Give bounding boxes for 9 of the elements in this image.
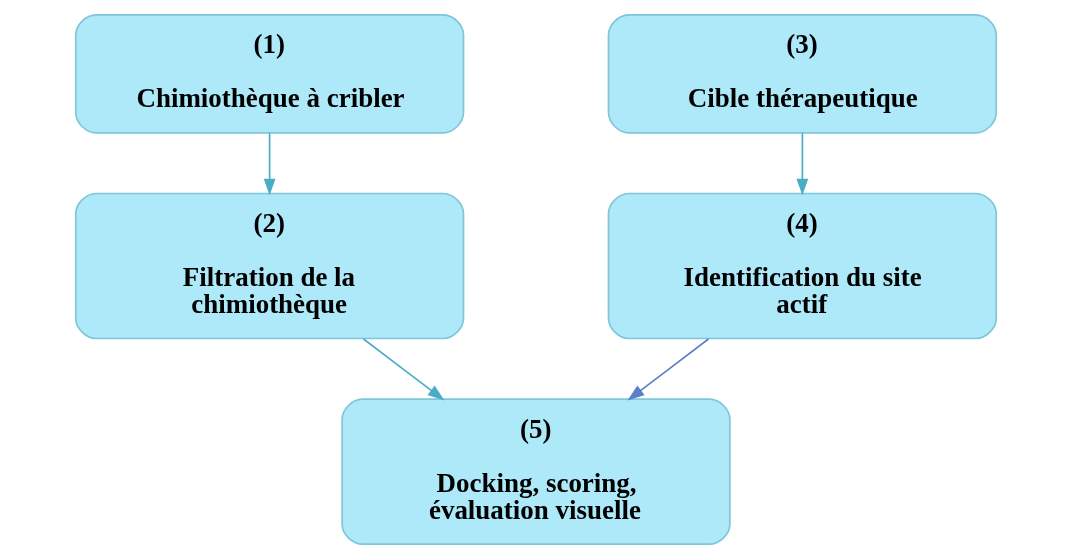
node-box: (3) Cible thérapeutique (607, 13, 998, 134)
arrow (796, 132, 809, 196)
node-box: (2) Filtration de la chimiothèque (74, 192, 465, 340)
arrow (362, 338, 445, 401)
arrow (263, 132, 276, 196)
node-box: (1) Chimiothèque à cribler (74, 13, 465, 134)
arrow (627, 338, 710, 401)
node-box: (5) Docking, scoring, évaluation visuelle (341, 398, 731, 546)
node-box: (4) Identification du site actif (607, 192, 998, 340)
